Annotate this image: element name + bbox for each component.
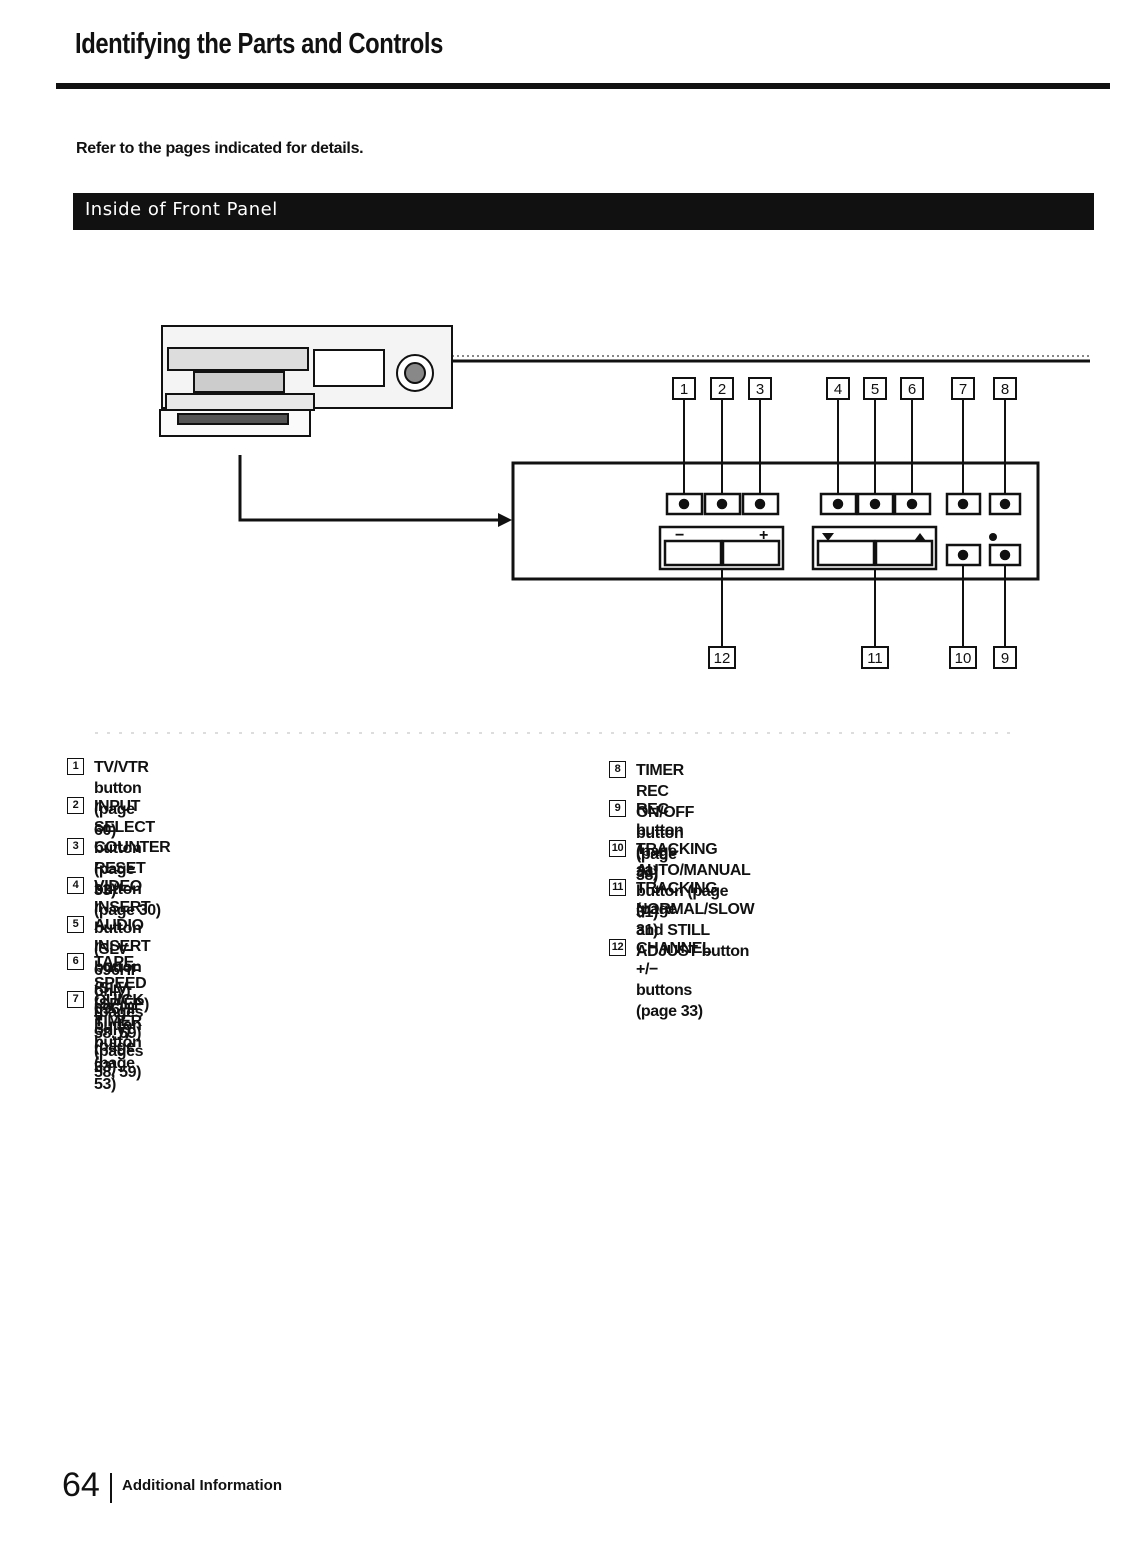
legend-number: 3: [67, 838, 84, 855]
channel-minus-button[interactable]: [663, 539, 723, 567]
callout-2: 2: [718, 381, 726, 398]
title-rule: [56, 83, 1110, 89]
legend-number: 8: [609, 761, 626, 778]
pointer-arrow: [238, 455, 512, 527]
callout-6: 6: [908, 381, 916, 398]
callout-1: 1: [680, 381, 688, 398]
legend-number: 10: [609, 840, 626, 857]
plus-sign: +: [759, 527, 768, 544]
legend-text: TRACKING AUTO/MANUAL button (page 31): [636, 841, 751, 921]
legend-text: TRACKING NORMAL/SLOW and STILL ADJUST bu…: [636, 880, 755, 960]
callout-11: 11: [867, 650, 883, 667]
vcr-illustration: [159, 325, 1090, 437]
legend-number: 6: [67, 953, 84, 970]
legend-number: 5: [67, 916, 84, 933]
callout-4: 4: [834, 381, 842, 398]
tracking-up-arrow-icon: [914, 533, 926, 541]
legend-number: 4: [67, 877, 84, 894]
channel-plus-button[interactable]: [721, 539, 781, 567]
legend-text: QUICK TIMER button (page 53): [94, 992, 144, 1093]
legend-text: VIDEO INSERT button (SLV-696HF only) (pa…: [94, 878, 151, 1042]
top-row-buttons: [665, 492, 1022, 516]
bottom-row-buttons: [658, 525, 1022, 571]
panel-button-4-dot: [832, 498, 844, 510]
callout-10: 10: [955, 650, 972, 667]
callout-8: 8: [1001, 381, 1009, 398]
front-panel-diagram: − + 1 2 3 4 5 6 7 8: [95, 325, 1090, 734]
vcr-panel-buttons: [177, 413, 289, 425]
legend-text: (page 31): [636, 901, 677, 939]
tracking-down-button[interactable]: [816, 539, 876, 567]
section-title: Inside of Front Panel: [85, 199, 278, 220]
intro-text: Refer to the pages indicated for details…: [76, 140, 364, 157]
tracking-down-arrow-icon: [822, 533, 834, 541]
vcr-cassette-slot: [167, 347, 309, 371]
legend-number: 1: [67, 758, 84, 775]
tracking-up-button[interactable]: [874, 539, 934, 567]
vcr-display: [313, 349, 385, 387]
callout-9: 9: [1001, 650, 1009, 667]
vcr-button-strip: [193, 371, 285, 393]
legend-text: TV/VTR button (page 60): [94, 759, 149, 839]
legend-text: TAPE SPEED (SP/EP) button (page 33): [94, 954, 149, 1076]
callout-7: 7: [959, 381, 967, 398]
legend-text: TIMER REC ON/OFF button (page 38): [636, 762, 695, 884]
legend-text: REC button (page 33): [636, 801, 684, 881]
callout-3: 3: [756, 381, 764, 398]
panel-button-10-dot: [957, 549, 969, 561]
panel-button-3-dot: [754, 498, 766, 510]
footer-separator: [110, 1473, 112, 1503]
legend-text: COUNTER RESET button (page 30): [94, 839, 171, 919]
page-number: 64: [62, 1466, 100, 1504]
legend-number: 11: [609, 879, 626, 896]
vcr-dial-center: [404, 362, 426, 384]
panel-button-2-dot: [716, 498, 728, 510]
callout-5: 5: [871, 381, 879, 398]
panel-button-8-dot: [999, 498, 1011, 510]
panel-button-9-dot: [999, 549, 1011, 561]
vcr-front-flap: [165, 393, 315, 411]
panel-button-7-dot: [957, 498, 969, 510]
callout-numbers: 1 2 3 4 5 6 7 8 9 10 11 12: [680, 381, 1009, 667]
panel-button-5-dot: [869, 498, 881, 510]
leader-lines: [683, 399, 1006, 647]
legend-text: AUDIO INSERT button (SLV-696HF only) (pa…: [94, 917, 151, 1081]
panel-button-6-dot: [906, 498, 918, 510]
legend-number: 7: [67, 991, 84, 1008]
minus-sign: −: [675, 527, 684, 544]
legend-number: 2: [67, 797, 84, 814]
section-header: Inside of Front Panel: [73, 193, 1094, 230]
legend-text: CHANNEL +/− buttons (page 33): [636, 940, 712, 1020]
panel-button-1-dot: [678, 498, 690, 510]
page-title: Identifying the Parts and Controls: [75, 28, 443, 60]
footer-section-name: Additional Information: [122, 1477, 282, 1494]
rec-indicator-dot-icon: [989, 533, 997, 541]
legend-number: 9: [609, 800, 626, 817]
legend-text: INPUT SELECT button (page 33): [94, 798, 155, 899]
legend-number: 12: [609, 939, 626, 956]
callout-12: 12: [714, 650, 731, 667]
callout-boxes: [672, 377, 1017, 669]
